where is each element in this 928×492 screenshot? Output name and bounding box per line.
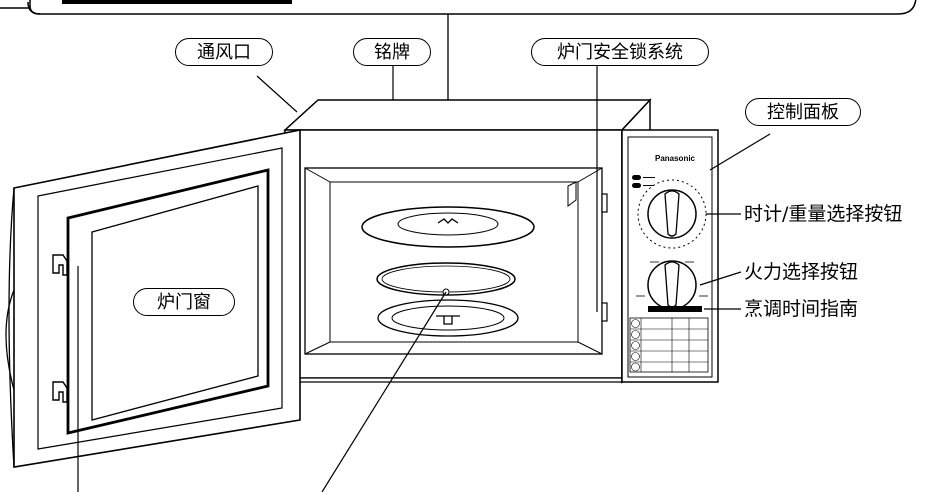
power-dial-grip (664, 261, 680, 308)
label-door-window: 炉门窗 (133, 288, 235, 316)
leader-control-panel (709, 133, 771, 171)
cavity-back-wall (329, 181, 579, 343)
floor-coupler-inner (391, 305, 505, 331)
panel-brand: Panasonic (655, 154, 696, 163)
door-edge-bulge (5, 289, 15, 391)
label-control-panel: 控制面板 (745, 98, 861, 126)
door-window-inner (91, 185, 259, 421)
door-hook-lower (52, 381, 68, 403)
cavity-edge-tl (304, 167, 331, 183)
cavity-edge-tr (577, 167, 603, 183)
label-door-lock: 炉门安全锁系统 (531, 38, 709, 66)
turntable-tray (361, 206, 535, 248)
top-callout-left-cap (27, 1, 41, 15)
leader-power-dial (699, 271, 742, 286)
leader-roller (321, 291, 447, 492)
cooking-guide-rows (630, 318, 708, 372)
waveguide-cover (567, 181, 577, 207)
door-hook-upper (52, 254, 68, 276)
indicator-2 (632, 183, 641, 188)
label-vent: 通风口 (175, 38, 273, 66)
cabinet-base (284, 377, 623, 383)
cooking-guide-table (629, 317, 709, 373)
label-timer-weight: 时计/重量选择按钮 (744, 203, 903, 225)
leader-vent (256, 75, 298, 113)
door-inner-frame (37, 147, 283, 450)
cavity-opening (304, 167, 603, 355)
door-edge (8, 187, 15, 468)
label-power-select: 火力选择按钮 (744, 261, 859, 283)
coupler-shaft (436, 315, 460, 325)
power-dial-marks (636, 261, 708, 297)
cooking-guide-header (648, 306, 702, 312)
tray-hub-mark (437, 218, 459, 224)
cavity-edge-br (577, 341, 603, 355)
indicator-1 (632, 175, 641, 180)
lock-slot-upper (601, 193, 608, 213)
lock-slot-lower (601, 302, 608, 322)
top-callout-cropped-text (62, 0, 292, 4)
cabinet-top (283, 99, 652, 131)
floor-coupler-base (377, 299, 519, 337)
turntable-tray-inner (397, 212, 499, 236)
timer-dial-grip (664, 190, 680, 237)
cavity-edge-bl (304, 341, 331, 355)
label-cooking-guide: 烹调时间指南 (744, 298, 859, 320)
label-nameplate: 铭牌 (353, 38, 431, 66)
